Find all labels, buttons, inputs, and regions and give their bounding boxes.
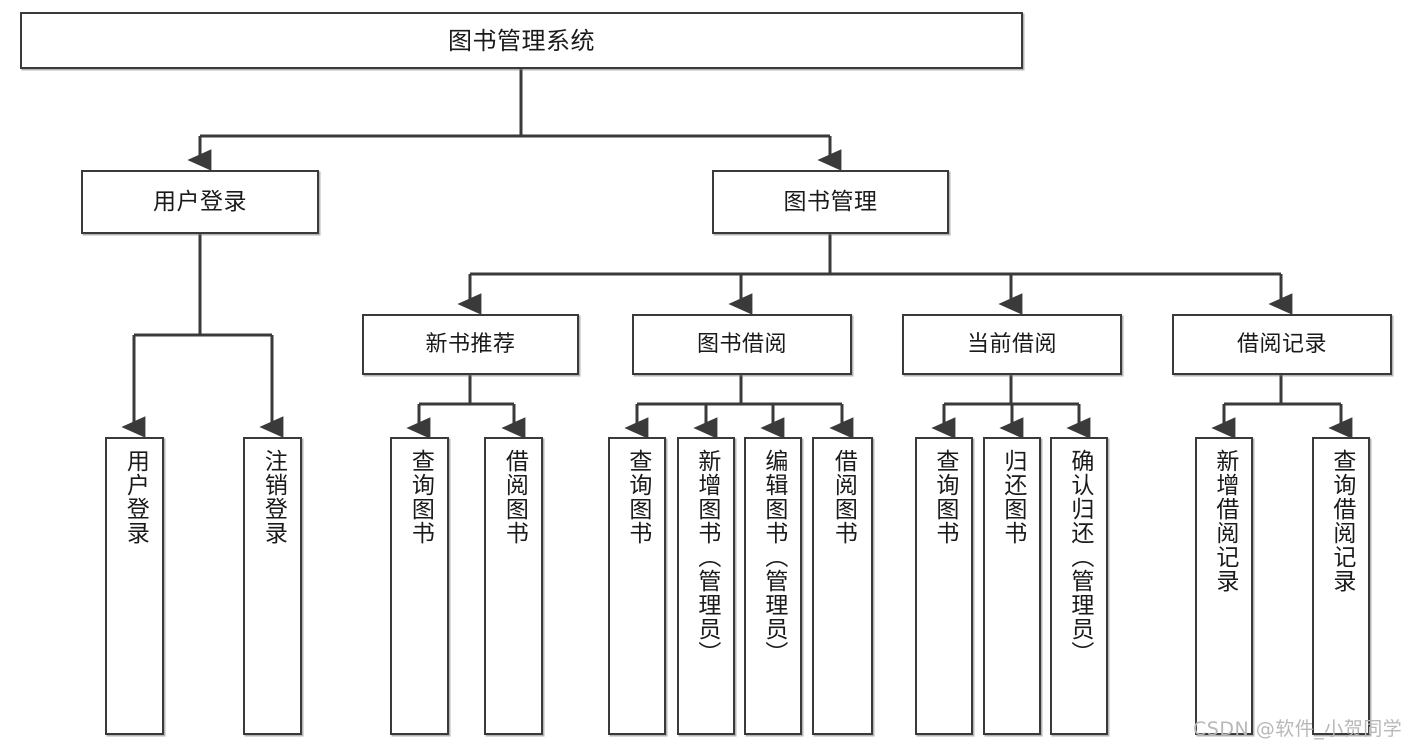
node-new-book-rec-label: 新书推荐 xyxy=(425,331,516,357)
node-leaf-add-book-label: 新增图书（管理员） xyxy=(693,449,720,665)
node-leaf-query-book-current[interactable]: 查询图书 xyxy=(915,437,973,735)
node-root-label: 图书管理系统 xyxy=(448,26,595,55)
csdn-watermark: CSDN @软件_小贺同学 xyxy=(1193,718,1403,740)
node-leaf-add-record[interactable]: 新增借阅记录 xyxy=(1195,437,1253,735)
node-leaf-borrow-book-rec[interactable]: 借阅图书 xyxy=(484,437,543,735)
node-leaf-query-book-borrow-label: 查询图书 xyxy=(624,449,651,545)
node-book-manage[interactable]: 图书管理 xyxy=(712,170,949,234)
node-user-login[interactable]: 用户登录 xyxy=(81,170,319,234)
node-current-borrow[interactable]: 当前借阅 xyxy=(902,314,1122,375)
node-leaf-confirm-return-label: 确认归还（管理员） xyxy=(1066,449,1093,665)
node-current-borrow-label: 当前借阅 xyxy=(966,331,1057,357)
node-leaf-logout[interactable]: 注销登录 xyxy=(243,437,302,735)
node-leaf-query-book-rec[interactable]: 查询图书 xyxy=(390,437,449,735)
node-leaf-logout-label: 注销登录 xyxy=(260,449,287,545)
node-leaf-edit-book[interactable]: 编辑图书（管理员） xyxy=(744,437,802,735)
node-user-login-label: 用户登录 xyxy=(153,188,247,215)
node-borrow-record-label: 借阅记录 xyxy=(1236,331,1327,357)
node-leaf-return-book-label: 归还图书 xyxy=(999,449,1026,545)
node-leaf-query-book-rec-label: 查询图书 xyxy=(407,449,434,545)
node-leaf-borrow-book-rec-label: 借阅图书 xyxy=(501,449,528,545)
node-leaf-borrow-book-label: 借阅图书 xyxy=(830,449,857,545)
node-leaf-edit-book-label: 编辑图书（管理员） xyxy=(760,449,787,665)
node-book-borrow[interactable]: 图书借阅 xyxy=(632,314,852,375)
node-leaf-query-book-current-label: 查询图书 xyxy=(931,449,958,545)
node-leaf-add-record-label: 新增借阅记录 xyxy=(1211,449,1238,593)
node-leaf-borrow-book[interactable]: 借阅图书 xyxy=(812,437,873,735)
node-root[interactable]: 图书管理系统 xyxy=(20,12,1023,69)
node-leaf-return-book[interactable]: 归还图书 xyxy=(983,437,1041,735)
node-leaf-add-book[interactable]: 新增图书（管理员） xyxy=(677,437,735,735)
node-book-borrow-label: 图书借阅 xyxy=(696,331,787,357)
node-leaf-query-record[interactable]: 查询借阅记录 xyxy=(1312,437,1370,735)
node-leaf-confirm-return[interactable]: 确认归还（管理员） xyxy=(1050,437,1108,735)
node-new-book-rec[interactable]: 新书推荐 xyxy=(362,314,579,375)
node-leaf-user-login[interactable]: 用户登录 xyxy=(105,437,164,735)
node-leaf-user-login-label: 用户登录 xyxy=(122,449,149,545)
node-book-manage-label: 图书管理 xyxy=(783,188,878,215)
node-leaf-query-book-borrow[interactable]: 查询图书 xyxy=(608,437,666,735)
node-leaf-query-record-label: 查询借阅记录 xyxy=(1328,449,1355,593)
node-borrow-record[interactable]: 借阅记录 xyxy=(1172,314,1392,375)
